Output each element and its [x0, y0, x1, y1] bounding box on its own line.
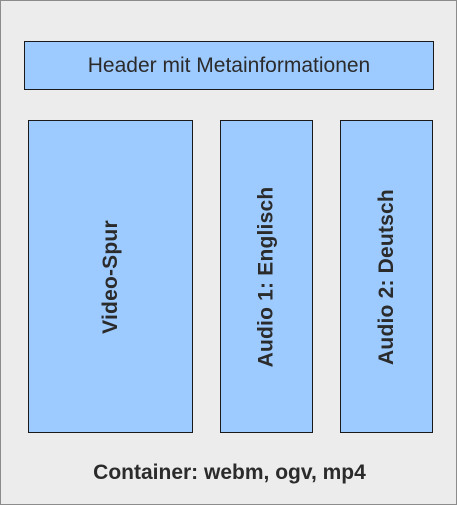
header-label: Header mit Metainformationen: [87, 53, 371, 77]
container-label: Container: webm, ogv, mp4: [93, 461, 366, 484]
audio-track-2-box: Audio 2: Deutsch: [340, 120, 433, 433]
video-track-label: Video-Spur: [98, 219, 122, 334]
audio-track-1-label: Audio 1: Englisch: [254, 186, 278, 367]
audio-track-2-label: Audio 2: Deutsch: [374, 188, 398, 365]
header-box: Header mit Metainformationen: [24, 41, 434, 90]
video-track-box: Video-Spur: [28, 120, 193, 433]
audio-track-1-box: Audio 1: Englisch: [220, 120, 313, 433]
